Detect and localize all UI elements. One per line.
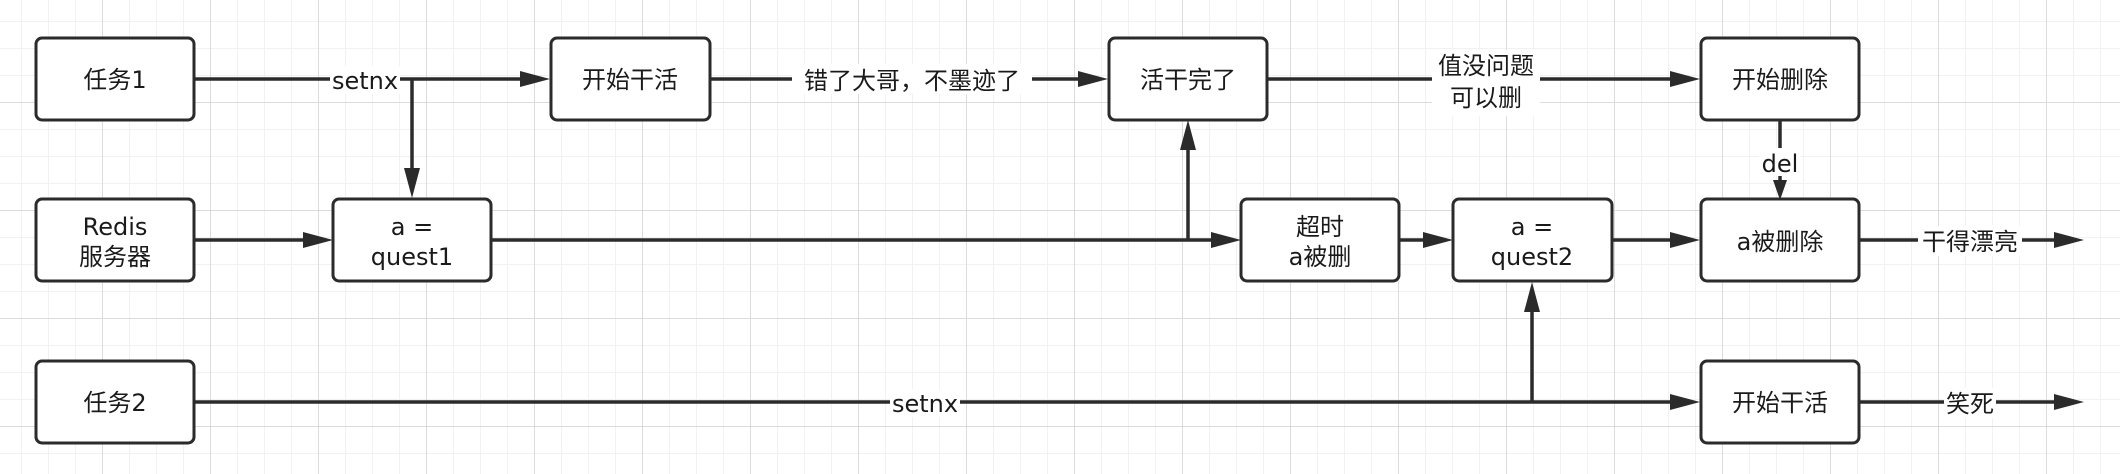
edge-a-quest2-to-a-deleted (1612, 232, 1700, 248)
svg-text:服务器: 服务器 (79, 243, 151, 271)
label-setnx-1: setnx (330, 66, 400, 95)
svg-text:开始删除: 开始删除 (1732, 66, 1828, 94)
svg-text:setnx: setnx (892, 390, 958, 418)
edge-a-quest1-to-timeout (491, 232, 1241, 248)
svg-text:Redis: Redis (83, 213, 148, 241)
svg-text:任务2: 任务2 (83, 389, 146, 417)
svg-text:setnx: setnx (332, 67, 398, 95)
svg-text:quest1: quest1 (371, 243, 453, 271)
svg-text:活干完了: 活干完了 (1140, 66, 1236, 94)
svg-text:错了大哥，不墨迹了: 错了大哥，不墨迹了 (804, 67, 1020, 95)
label-del: del (1759, 148, 1801, 178)
svg-text:a被删除: a被删除 (1737, 228, 1824, 256)
edge-redis-to-a-quest1 (194, 232, 333, 248)
svg-text:a =: a = (1511, 213, 1553, 241)
label-no-issue: 值没问题 可以删 (1432, 50, 1540, 116)
svg-text:超时: 超时 (1296, 213, 1344, 241)
svg-text:quest2: quest2 (1491, 243, 1573, 271)
svg-text:开始干活: 开始干活 (1732, 389, 1828, 417)
svg-text:del: del (1762, 150, 1799, 178)
svg-text:a =: a = (391, 213, 433, 241)
node-start-work-1: 开始干活 (549, 36, 712, 122)
node-start-work-2: 开始干活 (1699, 359, 1861, 445)
svg-text:任务1: 任务1 (83, 66, 146, 94)
label-lol: 笑死 (1944, 388, 1996, 418)
label-mistake: 错了大哥，不墨迹了 (792, 64, 1032, 95)
svg-text:a被删: a被删 (1289, 243, 1352, 271)
node-task1: 任务1 (34, 36, 196, 122)
label-setnx-2: setnx (890, 389, 960, 418)
edge-setnx-down-to-a-quest1 (404, 79, 420, 198)
node-a-quest2: a = quest2 (1451, 197, 1614, 283)
node-work-done: 活干完了 (1107, 36, 1269, 122)
node-redis-server: Redis 服务器 (34, 197, 196, 283)
node-a-deleted: a被删除 (1699, 197, 1861, 283)
node-a-quest1: a = quest1 (331, 197, 493, 283)
svg-text:开始干活: 开始干活 (582, 66, 678, 94)
svg-text:干得漂亮: 干得漂亮 (1922, 228, 2018, 256)
node-start-delete: 开始删除 (1699, 36, 1861, 122)
svg-text:笑死: 笑死 (1946, 390, 1994, 418)
edge-up-to-a-quest2 (1524, 282, 1540, 402)
node-timeout: 超时 a被删 (1239, 197, 1401, 283)
node-task2: 任务2 (34, 359, 196, 445)
svg-text:可以删: 可以删 (1450, 84, 1522, 112)
svg-text:值没问题: 值没问题 (1438, 52, 1534, 80)
label-beautiful: 干得漂亮 (1918, 226, 2022, 256)
edge-timeout-to-a-quest2 (1399, 232, 1453, 248)
edge-up-to-work-done (1180, 120, 1196, 240)
